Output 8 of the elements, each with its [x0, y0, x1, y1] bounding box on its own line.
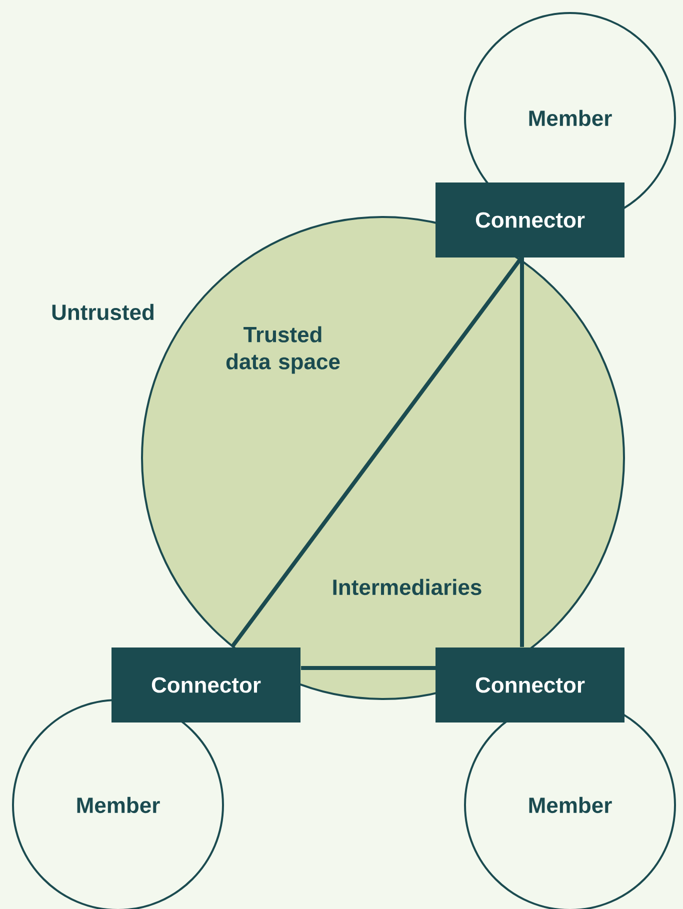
connector-line: [301, 666, 436, 670]
connector-box: Connector: [436, 648, 624, 722]
area-label: Untrusted: [52, 304, 154, 320]
connector-box: Connector: [436, 182, 624, 258]
area-label: Trusted data space: [226, 326, 340, 374]
area-label: Intermediaries: [333, 578, 482, 596]
connector-line: [520, 257, 524, 647]
connector-box: Connector: [112, 648, 300, 722]
